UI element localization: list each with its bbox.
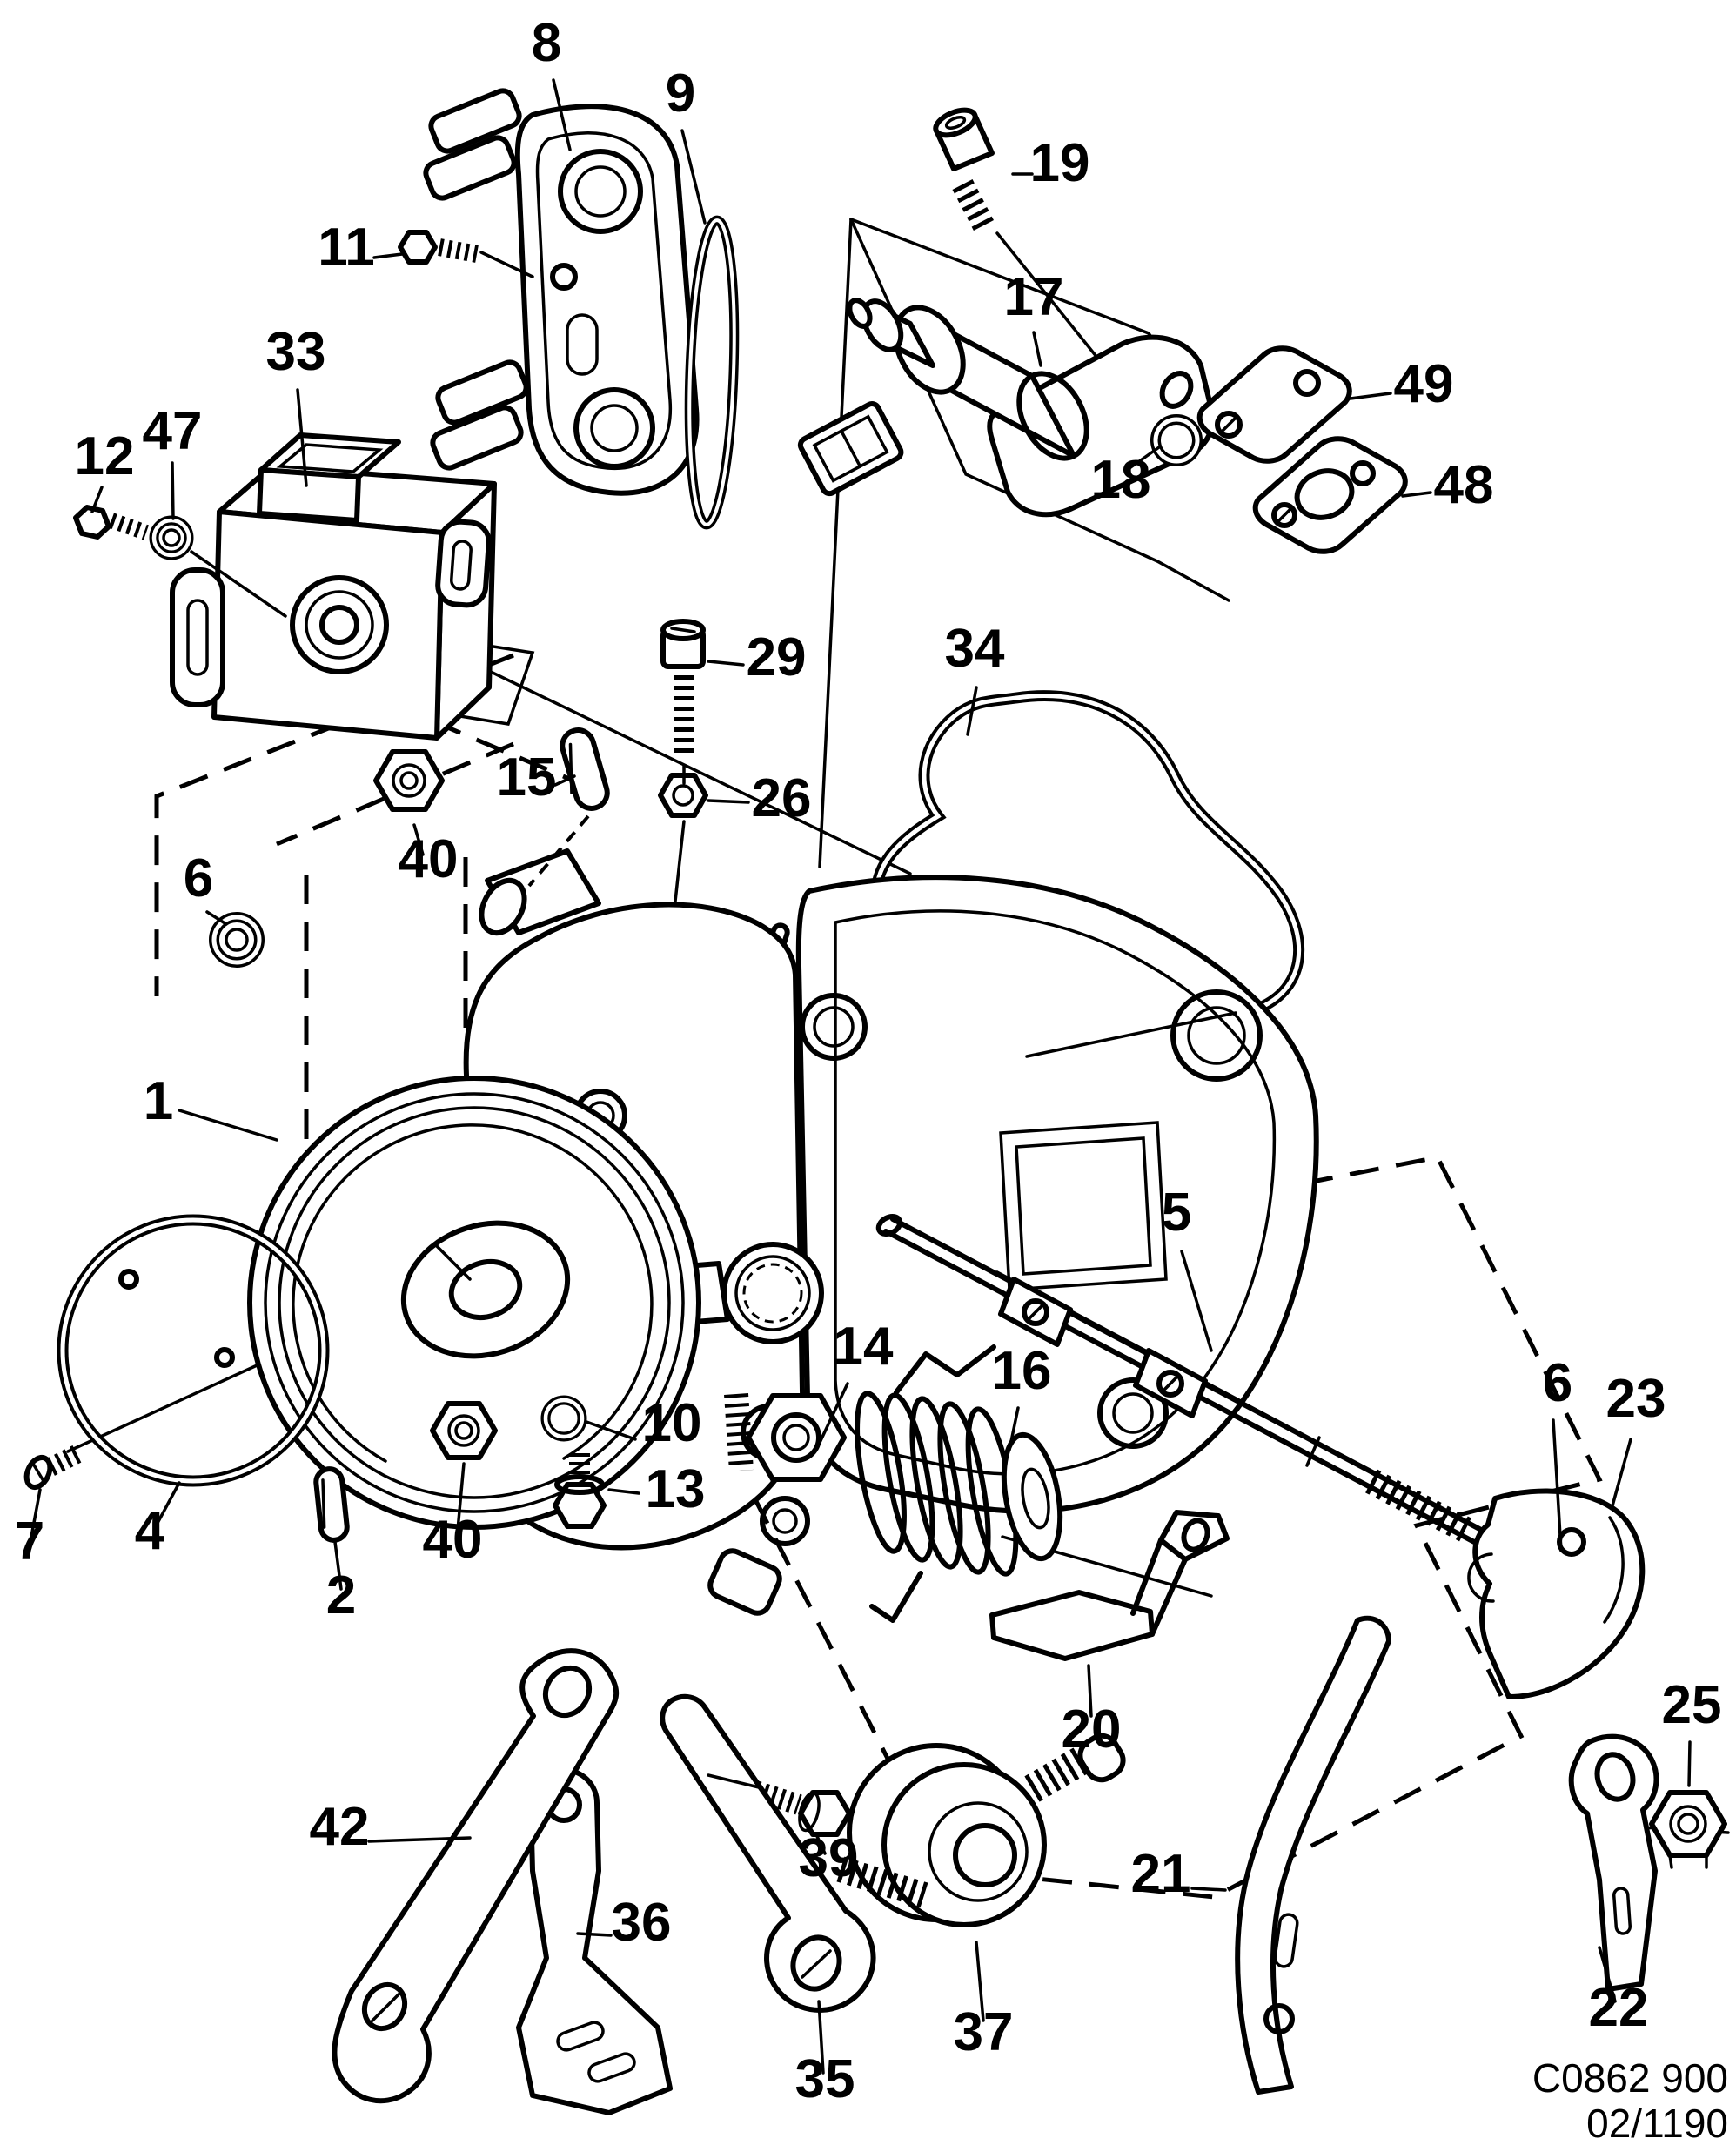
throttle-body-hose-stub xyxy=(479,848,601,936)
callout-33: 33 xyxy=(266,322,326,382)
part-7-screw xyxy=(23,1445,83,1491)
callout-40-lower: 40 xyxy=(423,1510,483,1570)
callout-35: 35 xyxy=(795,2049,855,2109)
callout-48: 48 xyxy=(1434,455,1494,515)
dashed-boundaries xyxy=(154,653,1603,1900)
callout-4: 4 xyxy=(135,1501,165,1561)
callout-34: 34 xyxy=(945,619,1005,679)
callout-2: 2 xyxy=(326,1565,356,1626)
callout-15: 15 xyxy=(497,747,557,808)
callout-47: 47 xyxy=(143,401,203,461)
part-40-nut-lower xyxy=(430,1401,498,1460)
callout-17: 17 xyxy=(1004,267,1064,327)
callout-11: 11 xyxy=(318,218,375,278)
part-25-nut xyxy=(1649,1790,1727,1869)
part-6-seal-left xyxy=(209,912,265,968)
part-49-cover-plate xyxy=(1196,345,1352,464)
callout-6-right: 6 xyxy=(1543,1353,1572,1413)
part-47-washer xyxy=(149,515,194,560)
part-20-bracket xyxy=(989,1510,1230,1661)
part-19-screw xyxy=(933,107,995,233)
callout-36: 36 xyxy=(612,1893,672,1953)
callout-40-upper: 40 xyxy=(399,829,459,889)
part-40-nut-upper xyxy=(373,749,445,812)
callout-leaders xyxy=(30,78,1692,2075)
part-16-spring xyxy=(855,1344,1063,1623)
footer: C0862 900 02/1190 xyxy=(1532,2055,1728,2145)
part-21-bracket xyxy=(1235,1615,1391,2095)
part-22-lever xyxy=(1568,1733,1659,1992)
part-1-throttle-body xyxy=(247,848,1319,1616)
callout-5: 5 xyxy=(1162,1183,1191,1243)
part-39-screw xyxy=(752,1780,852,1837)
callout-19: 19 xyxy=(1030,133,1090,193)
callout-39: 39 xyxy=(799,1828,859,1888)
part-17-solenoid-valve xyxy=(797,298,1216,518)
part-2-pin xyxy=(313,1466,350,1543)
callout-1: 1 xyxy=(144,1071,173,1131)
callout-7: 7 xyxy=(15,1512,44,1572)
part-18-o-ring xyxy=(1150,414,1203,466)
part-13-plug-screw xyxy=(553,1453,607,1529)
part-12-bolt xyxy=(73,505,149,540)
callout-21: 21 xyxy=(1131,1844,1191,1904)
part-14-bushing xyxy=(724,1393,847,1482)
part-15-pin xyxy=(560,727,610,811)
callout-9: 9 xyxy=(666,64,695,124)
sensor-connector xyxy=(257,432,401,523)
callout-18: 18 xyxy=(1091,450,1151,510)
callout-10: 10 xyxy=(642,1393,702,1453)
callout-25: 25 xyxy=(1662,1675,1722,1735)
callout-37: 37 xyxy=(954,2002,1014,2062)
part-35-lever xyxy=(660,1693,876,2013)
callout-26: 26 xyxy=(752,768,812,828)
callout-14: 14 xyxy=(834,1317,894,1377)
callout-8: 8 xyxy=(532,13,561,73)
callout-20: 20 xyxy=(1062,1699,1122,1760)
callout-6-left: 6 xyxy=(184,848,213,908)
part-4-cover-disc xyxy=(57,1214,330,1487)
callout-13: 13 xyxy=(646,1459,706,1519)
callout-12: 12 xyxy=(75,426,135,486)
callout-42: 42 xyxy=(310,1797,370,1857)
part-8-flange xyxy=(423,88,700,496)
callout-22: 22 xyxy=(1589,1978,1649,2038)
callout-29: 29 xyxy=(747,627,807,687)
callout-23: 23 xyxy=(1606,1369,1666,1429)
part-42-link xyxy=(332,1648,620,2104)
drawing-code: C0862 900 xyxy=(1532,2055,1728,2101)
part-23-cam-plate xyxy=(1467,1488,1646,1699)
callout-49: 49 xyxy=(1394,354,1454,414)
part-9-gasket-ring xyxy=(684,215,740,530)
throttle-body-lower-stub xyxy=(707,1548,782,1616)
part-48-gasket-plate xyxy=(1252,436,1408,554)
part-33-throttle-position-sensor xyxy=(170,432,535,741)
callout-labels: 8 9 11 19 17 49 48 18 12 47 33 29 26 15 … xyxy=(15,13,1722,2109)
part-11-bolt xyxy=(398,230,479,265)
part-26-nut xyxy=(658,773,708,818)
callout-16: 16 xyxy=(992,1341,1052,1401)
parts xyxy=(23,88,1727,2115)
part-5-throttle-shaft xyxy=(875,1213,1485,1545)
part-29-screw xyxy=(660,619,706,755)
revision-code: 02/1190 xyxy=(1586,2101,1728,2145)
part-10-o-ring xyxy=(540,1395,587,1442)
